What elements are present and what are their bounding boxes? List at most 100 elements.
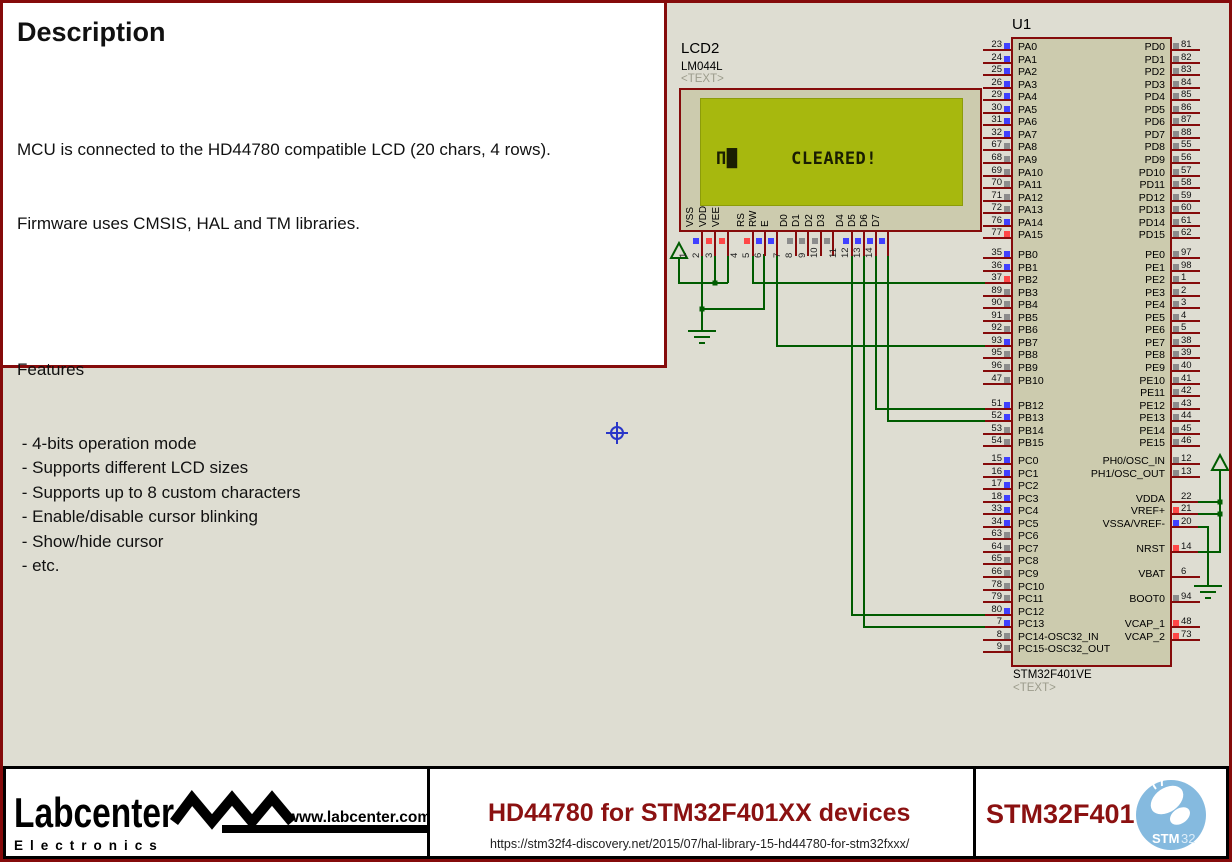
mcu-pin-PC8[interactable]: 65 — [983, 554, 1011, 566]
mcu-pin-PC0[interactable]: 15 — [983, 454, 1011, 465]
ground-symbol-icon[interactable] — [1194, 585, 1222, 599]
mcu-pin-PB7[interactable]: 93 — [983, 336, 1011, 347]
mcu-pin-PC3[interactable]: 18 — [983, 491, 1011, 503]
mcu-pin-PE12[interactable]: 43 — [1172, 398, 1200, 410]
mcu-pin-PE1[interactable]: 98 — [1172, 260, 1200, 272]
net-vcc-lcd[interactable] — [678, 254, 729, 284]
lcd-pin-E[interactable] — [776, 232, 778, 256]
mcu-pin-NRST[interactable]: 14 — [1172, 542, 1200, 553]
mcu-pin-PC6[interactable]: 63 — [983, 529, 1011, 541]
mcu-pin-PE15[interactable]: 46 — [1172, 436, 1200, 448]
mcu-pin-PD7[interactable]: 88 — [1172, 128, 1200, 139]
mcu-pin-PD10[interactable]: 57 — [1172, 165, 1200, 177]
mcu-pin-PC11[interactable]: 79 — [983, 592, 1011, 604]
mcu-pin-PB0[interactable]: 35 — [983, 248, 1011, 259]
mcu-pin-PA1[interactable]: 24 — [983, 52, 1011, 64]
mcu-pin-PE14[interactable]: 45 — [1172, 423, 1200, 435]
net-rs[interactable] — [752, 254, 985, 284]
mcu-pin-PE3[interactable]: 2 — [1172, 285, 1200, 297]
lcd-pin-D7[interactable] — [887, 232, 889, 256]
mcu-pin-PA8[interactable]: 67 — [983, 140, 1011, 152]
mcu-pin-PB14[interactable]: 53 — [983, 423, 1011, 435]
net-vssa-gnd[interactable] — [1198, 526, 1209, 585]
lcd-pin-D1[interactable] — [807, 232, 809, 256]
mcu-pin-PC9[interactable]: 66 — [983, 567, 1011, 578]
mcu-pin-PD5[interactable]: 86 — [1172, 103, 1200, 114]
mcu-pin-PA12[interactable]: 71 — [983, 190, 1011, 202]
mcu-pin-PA0[interactable]: 23 — [983, 40, 1011, 51]
mcu-pin-VDDA[interactable]: 22 — [1172, 491, 1200, 503]
mcu-pin-BOOT0[interactable]: 94 — [1172, 592, 1200, 604]
mcu-pin-PE13[interactable]: 44 — [1172, 411, 1200, 423]
mcu-pin-PD3[interactable]: 84 — [1172, 77, 1200, 89]
mcu-pin-PD14[interactable]: 61 — [1172, 215, 1200, 227]
mcu-pin-PE10[interactable]: 41 — [1172, 373, 1200, 385]
net-d7[interactable] — [887, 254, 985, 422]
lcd-pin-RW[interactable] — [764, 232, 766, 256]
lcd-component[interactable]: Π█ CLEARED! — [679, 88, 982, 232]
mcu-pin-PD6[interactable]: 87 — [1172, 115, 1200, 127]
mcu-pin-PC5[interactable]: 34 — [983, 517, 1011, 528]
mcu-pin-PA4[interactable]: 29 — [983, 90, 1011, 102]
mcu-pin-PC1[interactable]: 16 — [983, 466, 1011, 478]
mcu-pin-PA15[interactable]: 77 — [983, 228, 1011, 240]
mcu-pin-VSSA/VREF-[interactable]: 20 — [1172, 517, 1200, 528]
mcu-pin-PA9[interactable]: 68 — [983, 153, 1011, 164]
mcu-pin-PA13[interactable]: 72 — [983, 203, 1011, 215]
mcu-pin-PD13[interactable]: 60 — [1172, 203, 1200, 215]
mcu-pin-PE5[interactable]: 4 — [1172, 311, 1200, 322]
mcu-pin-PB10[interactable]: 47 — [983, 373, 1011, 385]
mcu-pin-PB12[interactable]: 51 — [983, 398, 1011, 410]
mcu-pin-PC10[interactable]: 78 — [983, 579, 1011, 591]
lcd-pin-D5[interactable] — [863, 232, 865, 256]
mcu-pin-PB6[interactable]: 92 — [983, 323, 1011, 335]
mcu-pin-PD15[interactable]: 62 — [1172, 228, 1200, 240]
mcu-pin-PA7[interactable]: 32 — [983, 128, 1011, 139]
net-vcc-mcu[interactable] — [1198, 470, 1221, 553]
net-d5[interactable] — [863, 254, 985, 628]
mcu-pin-PD11[interactable]: 58 — [1172, 178, 1200, 190]
mcu-pin-PC4[interactable]: 33 — [983, 504, 1011, 516]
net-e[interactable] — [776, 254, 985, 347]
lcd-pin-RS[interactable] — [752, 232, 754, 256]
ground-symbol-icon[interactable] — [688, 330, 716, 344]
mcu-pin-PE4[interactable]: 3 — [1172, 298, 1200, 310]
mcu-pin-PC12[interactable]: 80 — [983, 604, 1011, 616]
mcu-pin-PE6[interactable]: 5 — [1172, 323, 1200, 335]
mcu-pin-PE8[interactable]: 39 — [1172, 348, 1200, 360]
mcu-pin-PD1[interactable]: 82 — [1172, 52, 1200, 64]
mcu-pin-PE0[interactable]: 97 — [1172, 248, 1200, 259]
mcu-pin-PB4[interactable]: 90 — [983, 298, 1011, 310]
mcu-pin-PC15-OSC32_OUT[interactable]: 9 — [983, 642, 1011, 654]
mcu-pin-PB13[interactable]: 52 — [983, 411, 1011, 423]
mcu-pin-PD12[interactable]: 59 — [1172, 190, 1200, 202]
mcu-pin-PD4[interactable]: 85 — [1172, 90, 1200, 102]
mcu-pin-VCAP_2[interactable]: 73 — [1172, 629, 1200, 641]
origin-marker-icon[interactable] — [606, 422, 628, 444]
lcd-pin-D3[interactable] — [832, 232, 834, 256]
mcu-pin-VCAP_1[interactable]: 48 — [1172, 617, 1200, 629]
mcu-pin-PH0/OSC_IN[interactable]: 12 — [1172, 454, 1200, 465]
mcu-pin-VREF+[interactable]: 21 — [1172, 504, 1200, 516]
net-d4[interactable] — [851, 254, 985, 616]
mcu-pin-PB5[interactable]: 91 — [983, 311, 1011, 322]
mcu-pin-PE9[interactable]: 40 — [1172, 361, 1200, 372]
mcu-pin-PE7[interactable]: 38 — [1172, 336, 1200, 347]
lcd-pin-VDD[interactable] — [714, 232, 716, 256]
mcu-pin-PB2[interactable]: 37 — [983, 273, 1011, 285]
mcu-pin-PD2[interactable]: 83 — [1172, 65, 1200, 77]
mcu-pin-PC2[interactable]: 17 — [983, 479, 1011, 491]
mcu-pin-PD0[interactable]: 81 — [1172, 40, 1200, 51]
mcu-pin-PA11[interactable]: 70 — [983, 178, 1011, 190]
lcd-pin-D2[interactable] — [820, 232, 822, 256]
mcu-pin-PA3[interactable]: 26 — [983, 77, 1011, 89]
mcu-pin-PC14-OSC32_IN[interactable]: 8 — [983, 629, 1011, 641]
mcu-pin-PH1/OSC_OUT[interactable]: 13 — [1172, 466, 1200, 478]
mcu-pin-PD8[interactable]: 55 — [1172, 140, 1200, 152]
mcu-pin-PA6[interactable]: 31 — [983, 115, 1011, 127]
net-gnd-lcd[interactable] — [701, 254, 765, 330]
lcd-pin-VSS[interactable] — [701, 232, 703, 256]
mcu-pin-PA2[interactable]: 25 — [983, 65, 1011, 77]
mcu-pin-PA14[interactable]: 76 — [983, 215, 1011, 227]
